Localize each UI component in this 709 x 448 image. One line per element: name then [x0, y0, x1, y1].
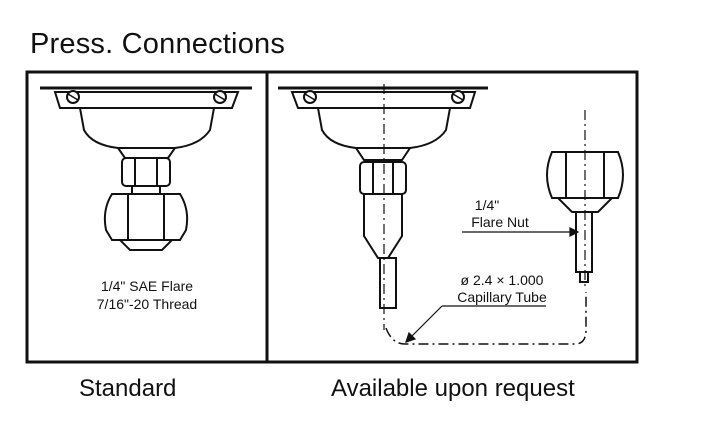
capillary-label-line1: ø 2.4 × 1.000 — [461, 272, 544, 288]
flare-nut-label-line2: Flare Nut — [471, 214, 529, 230]
diagram-title: Press. Connections — [30, 28, 286, 60]
optional-caption: Available upon request — [331, 375, 575, 402]
standard-note-line2: 7/16"-20 Thread — [97, 296, 197, 312]
flare-nut-label-line1: 1/4" — [475, 197, 499, 213]
capillary-tube-path — [385, 292, 587, 345]
leader-lines — [405, 227, 580, 343]
optional-panel-frame — [265, 70, 639, 364]
optional-gauge-drawing — [278, 86, 488, 309]
capillary-label-line2: Capillary Tube — [457, 289, 547, 305]
standard-caption: Standard — [79, 375, 177, 402]
standard-gauge-drawing — [40, 86, 252, 251]
standard-note-line1: 1/4" SAE Flare — [101, 278, 193, 294]
